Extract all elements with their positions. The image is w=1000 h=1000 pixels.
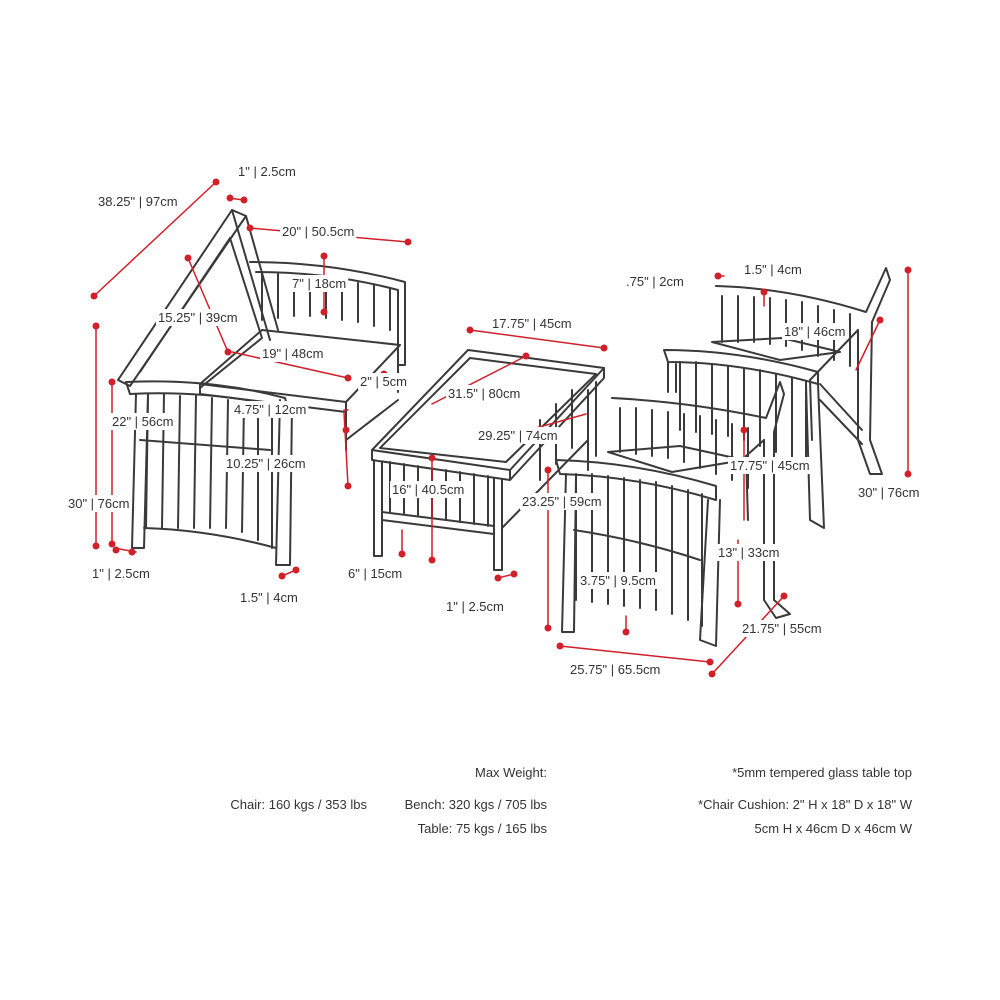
dimension-label-chair-depth: 21.75" | 55cm: [742, 621, 822, 636]
dimension-label-background: [280, 223, 357, 240]
cushion-note-line1: *Chair Cushion: 2" H x 18" D x 18" W: [698, 797, 912, 812]
dimension-label-background: [90, 565, 152, 582]
dimension-label-background: [446, 385, 523, 402]
dimension-label-background: [66, 495, 132, 512]
dimension-label-background: [568, 661, 663, 678]
dimension-label-background: [260, 345, 326, 362]
dimension-label-background: [290, 275, 349, 292]
dimension-label-chair-arm-height: 23.25" | 59cm: [522, 494, 602, 509]
dimension-label-chair-total-height: 30" | 76cm: [858, 485, 919, 500]
dimension-label-chair-leg-gap: 3.75" | 9.5cm: [580, 573, 656, 588]
dimension-label-bench-back-diag: 38.25" | 97cm: [98, 194, 178, 209]
dimension-endpoints: [90, 178, 912, 678]
dimension-label-bench-leg-width: 1.5" | 4cm: [240, 590, 298, 605]
chair-weight: Chair: 160 kgs / 353 lbs: [230, 797, 367, 812]
dimension-label-bench-top-gap: 1" | 2.5cm: [238, 164, 296, 179]
dimension-label-background: [520, 493, 604, 510]
cushion-note-line2: 5cm H x 46cm D x 46cm W: [754, 821, 912, 836]
dimension-label-chair-arm-width: 1.5" | 4cm: [744, 262, 802, 277]
dimension-label-background: [96, 193, 180, 210]
glass-note: *5mm tempered glass table top: [732, 765, 912, 780]
dimension-label-background: [232, 401, 309, 418]
dimension-label-chair-back-height: 18" | 46cm: [784, 324, 845, 339]
dimension-label-bench-arm-depth: 20" | 50.5cm: [282, 224, 354, 239]
dimension-label-background: [224, 455, 308, 472]
dimension-label-chair-seat-width: 17.75" | 45cm: [730, 458, 810, 473]
dimension-label-background: [390, 481, 467, 498]
dimension-label-background: [742, 261, 804, 278]
dimension-label-background: [358, 373, 410, 390]
dimension-label-table-inner: 29.25" | 74cm: [478, 428, 558, 443]
dimension-label-background: [236, 163, 298, 180]
dimension-label-background: [346, 565, 405, 582]
dimension-label-background: [156, 309, 240, 326]
bench-weight: Bench: 320 kgs / 705 lbs: [404, 797, 547, 812]
dimension-label-chair-arm-gap: .75" | 2cm: [626, 274, 684, 289]
dimension-label-background: [716, 544, 782, 561]
dimension-label-chair-seat-height: 13" | 33cm: [718, 545, 779, 560]
dimension-label-bench-seat-depth: 19" | 48cm: [262, 346, 323, 361]
dimension-label-table-height: 16" | 40.5cm: [392, 482, 464, 497]
dimension-label-bench-cushion: 2" | 5cm: [360, 374, 407, 389]
dimension-label-chair-width: 25.75" | 65.5cm: [570, 662, 660, 677]
dimension-label-bench-back-height: 15.25" | 39cm: [158, 310, 238, 325]
dimension-label-table-width: 17.75" | 45cm: [492, 316, 572, 331]
dimension-labels: 1" | 2.5cm 38.25" | 97cm 20" | 50.5cm 7" | …: [66, 163, 922, 678]
dimension-label-background: [110, 413, 176, 430]
dimension-label-table-leg: 1" | 2.5cm: [446, 599, 504, 614]
dimension-label-background: [740, 620, 824, 637]
coffee-table-drawing: [371, 349, 605, 571]
table-weight: Table: 75 kgs / 165 lbs: [417, 821, 547, 836]
dimension-label-table-length: 31.5" | 80cm: [448, 386, 520, 401]
dimension-label-background: [476, 427, 560, 444]
dimension-label-bench-seat-height: 10.25" | 26cm: [226, 456, 306, 471]
dimension-label-bench-arm-width: 4.75" | 12cm: [234, 402, 306, 417]
max-weight-title: Max Weight:: [474, 765, 547, 780]
dimension-label-background: [728, 457, 812, 474]
dimension-label-bench-arm-pad: 7" | 18cm: [292, 276, 346, 291]
dimension-label-background: [490, 315, 574, 332]
dimension-label-background: [856, 484, 922, 501]
dimension-label-background: [444, 598, 506, 615]
dimension-label-bench-leg-offset: 1" | 2.5cm: [92, 566, 150, 581]
dimension-label-background: [238, 589, 300, 606]
dimension-label-bench-arm-height: 22" | 56cm: [112, 414, 173, 429]
dimension-label-table-shelf: 6" | 15cm: [348, 566, 402, 581]
dimension-label-background: [578, 572, 658, 589]
dimension-label-background: [782, 323, 848, 340]
armchair-front-drawing: [555, 381, 791, 647]
dimension-label-background: [624, 273, 686, 290]
dimension-label-bench-total-height: 30" | 76cm: [68, 496, 129, 511]
